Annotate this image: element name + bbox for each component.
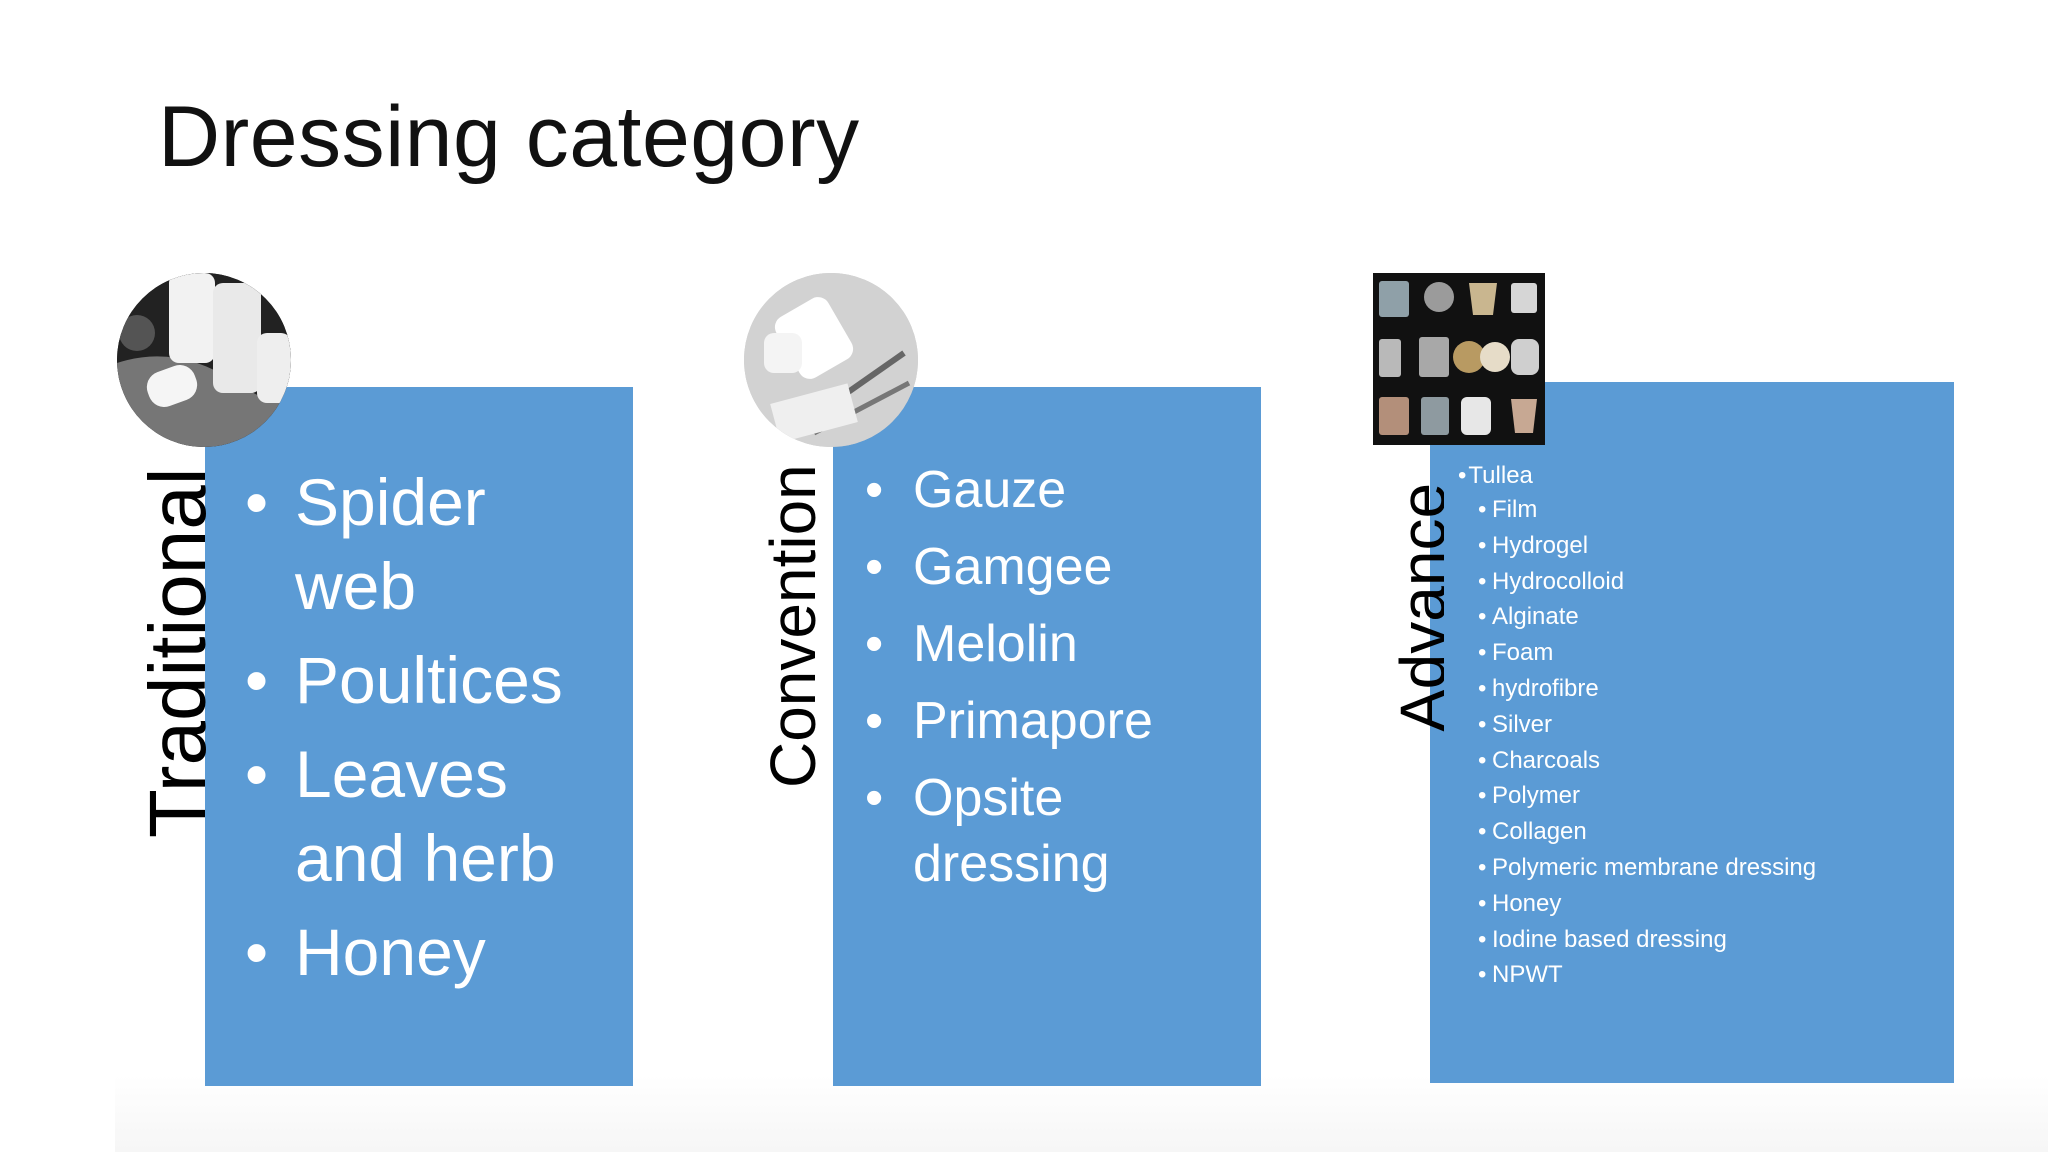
list-item: Melolin	[865, 611, 1253, 677]
traditional-label: Traditional	[133, 467, 222, 838]
traditional-dressing-photo	[117, 273, 291, 447]
list-item: Primapore	[865, 688, 1253, 754]
convention-box: Gauze Gamgee Melolin Primapore Opsite dr…	[833, 387, 1261, 1086]
list-item: Foam	[1478, 635, 1948, 671]
list-item: Gauze	[865, 457, 1253, 523]
slide-title: Dressing category	[158, 89, 860, 185]
list-item: Charcoals	[1478, 743, 1948, 779]
list-item: Iodine based dressing	[1478, 922, 1948, 958]
list-item: Hydrogel	[1478, 528, 1948, 564]
convention-dressing-photo	[744, 273, 918, 447]
list-item: NPWT	[1478, 957, 1948, 993]
list-item: Silver	[1478, 707, 1948, 743]
list-item: Honey	[1478, 886, 1948, 922]
convention-label: Convention	[757, 464, 829, 788]
advance-dressing-photo	[1373, 273, 1545, 445]
traditional-list: Spider web Poultices Leaves and herb Hon…	[245, 460, 625, 1004]
list-item: Film	[1478, 492, 1948, 528]
advance-label: Advance	[1387, 482, 1444, 732]
list-item: Opsite dressing	[865, 765, 1253, 897]
advance-list: Film Hydrogel Hydrocolloid Alginate Foam…	[1478, 492, 1948, 993]
list-item: hydrofibre	[1478, 671, 1948, 707]
list-item: Leaves and herb	[245, 732, 625, 900]
traditional-box: Spider web Poultices Leaves and herb Hon…	[205, 387, 633, 1086]
list-item: Honey	[245, 910, 625, 994]
list-item: Polymer	[1478, 778, 1948, 814]
list-item: Poultices	[245, 638, 625, 722]
list-item: Polymeric membrane dressing	[1478, 850, 1948, 886]
advance-box: Tullea Film Hydrogel Hydrocolloid Algina…	[1430, 382, 1954, 1083]
list-item-lead: Tullea	[1458, 461, 1532, 491]
list-item: Collagen	[1478, 814, 1948, 850]
convention-list: Gauze Gamgee Melolin Primapore Opsite dr…	[865, 457, 1253, 908]
list-item: Gamgee	[865, 534, 1253, 600]
list-item: Alginate	[1478, 599, 1948, 635]
list-item: Hydrocolloid	[1478, 564, 1948, 600]
slide-bottom-shade	[115, 1075, 2048, 1152]
list-item: Spider web	[245, 460, 625, 628]
